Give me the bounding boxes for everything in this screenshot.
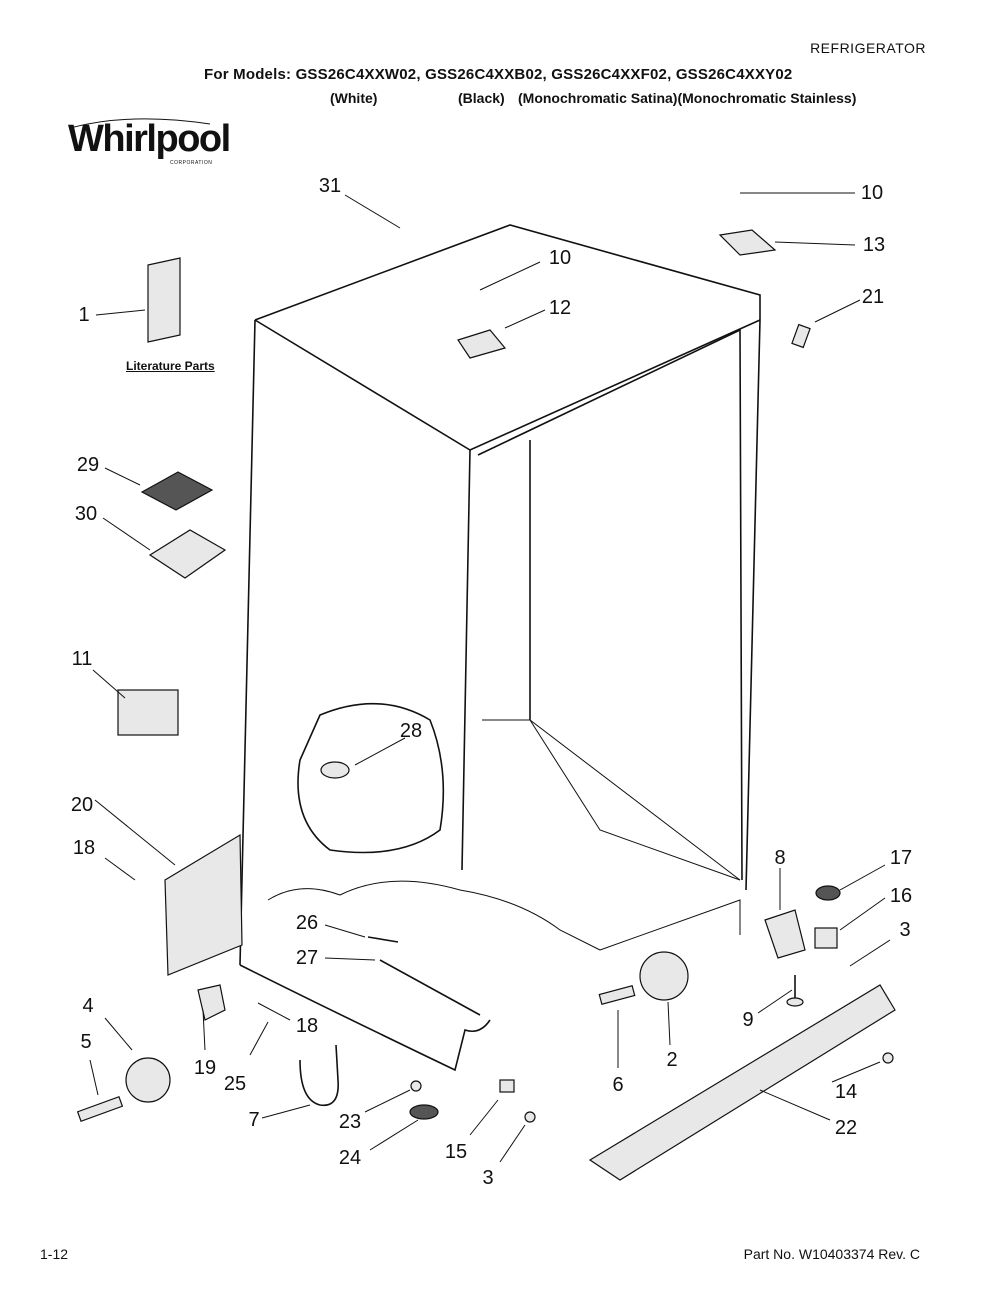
filter-cover-29	[140, 471, 214, 511]
color-mono: (Monochromatic Satina)(Monochromatic Sta…	[518, 90, 857, 106]
callout-31: 31	[318, 175, 342, 197]
category-label: REFRIGERATOR	[810, 40, 926, 56]
hinge-12	[457, 329, 507, 359]
hinge-13	[718, 229, 777, 256]
wheel-4	[125, 1057, 171, 1103]
callout-14: 14	[834, 1081, 858, 1103]
callout-23: 23	[338, 1111, 362, 1133]
part-15	[499, 1079, 515, 1093]
logo-swoosh	[69, 118, 211, 129]
callout-21: 21	[861, 286, 885, 308]
leveling-part-28	[320, 761, 350, 779]
callout-28: 28	[399, 720, 423, 742]
drain-tube-7	[299, 1044, 339, 1107]
callout-2: 2	[666, 1049, 678, 1071]
page-number: 1-12	[40, 1246, 69, 1262]
part-21	[791, 323, 811, 349]
axle-6	[598, 985, 636, 1005]
leader-lines	[89, 192, 891, 1163]
screw-23	[410, 1080, 422, 1092]
callout-26: 26	[295, 912, 319, 934]
callout-30: 30	[74, 503, 98, 525]
callout-18b: 18	[295, 1015, 319, 1037]
color-white: (White)	[330, 90, 378, 106]
cutaway-window	[297, 702, 445, 854]
callout-4: 4	[82, 995, 94, 1017]
callout-17: 17	[889, 847, 913, 869]
screw-14	[882, 1052, 894, 1064]
callout-10b: 10	[548, 247, 572, 269]
callout-8: 8	[774, 847, 786, 869]
callout-11: 11	[71, 648, 93, 670]
callout-29: 29	[76, 454, 100, 476]
cabinet-outline	[239, 224, 761, 1072]
literature-parts-label: Literature Parts	[126, 359, 215, 373]
callout-10: 10	[860, 182, 884, 204]
callout-16: 16	[889, 885, 913, 907]
callout-3b: 3	[482, 1167, 494, 1189]
whirlpool-logo: Whirlpool	[68, 118, 231, 160]
toe-grille-22	[588, 984, 896, 1181]
callout-20: 20	[70, 794, 94, 816]
part-24	[409, 1104, 439, 1120]
literature-booklet	[147, 257, 181, 343]
models-line: For Models: GSS26C4XXW02, GSS26C4XXB02, …	[204, 66, 793, 83]
callout-27: 27	[295, 947, 319, 969]
callout-19: 19	[193, 1057, 217, 1079]
color-black: (Black)	[458, 90, 505, 106]
callout-5: 5	[80, 1031, 92, 1053]
wheel-2	[639, 951, 689, 1001]
part-17	[815, 885, 841, 901]
callout-24: 24	[338, 1147, 362, 1169]
part-16	[814, 927, 838, 949]
callout-3: 3	[899, 919, 911, 941]
callout-25: 25	[223, 1073, 247, 1095]
callout-13: 13	[862, 234, 886, 256]
logo-subtext: CORPORATION	[170, 160, 213, 166]
part-19	[197, 984, 226, 1021]
water-valve-11	[117, 689, 179, 736]
callout-12: 12	[548, 297, 572, 319]
callout-15: 15	[444, 1141, 468, 1163]
callout-1: 1	[78, 304, 90, 326]
callout-22: 22	[834, 1117, 858, 1139]
part-number: Part No. W10403374 Rev. C	[743, 1246, 920, 1262]
bracket-8	[764, 909, 806, 959]
callout-7: 7	[248, 1109, 260, 1131]
axle-5	[76, 1096, 124, 1122]
callout-9: 9	[742, 1009, 754, 1031]
callout-18: 18	[72, 837, 96, 859]
callout-6: 6	[612, 1074, 624, 1096]
leveler-9	[786, 997, 804, 1007]
screw-3	[524, 1111, 536, 1123]
control-board-30	[148, 529, 227, 579]
bracket-20	[164, 833, 243, 976]
